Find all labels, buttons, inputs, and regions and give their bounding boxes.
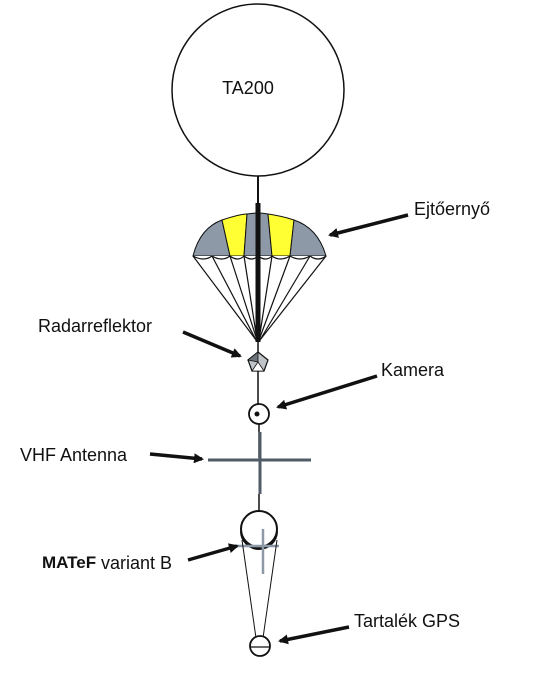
balloon-label: TA200 [222, 78, 274, 98]
parachute-arrow [328, 213, 409, 238]
matef-probe [236, 510, 279, 574]
matef-arrow [187, 543, 239, 562]
parachute [192, 203, 327, 342]
gps-suspension [241, 539, 278, 639]
vhf-antenna-label: VHF Antenna [20, 445, 128, 465]
callout-arrows [149, 213, 409, 645]
radar-reflector-arrow [182, 330, 242, 358]
parachute-label: Ejtőernyő [414, 199, 490, 219]
backup-gps-arrow [278, 625, 350, 645]
vhf-antenna-arrow [149, 452, 204, 464]
vhf-antenna [208, 432, 311, 494]
camera-arrow [276, 374, 378, 410]
radar-reflector-label: Radarreflektor [38, 316, 152, 336]
radar-reflector [247, 351, 269, 372]
backup-gps-label: Tartalék GPS [354, 611, 460, 631]
matef-brand-label: MATeF [42, 553, 96, 572]
camera-label: Kamera [381, 360, 445, 380]
matef-variant-label: variant B [101, 553, 172, 573]
balloon: TA200 [171, 3, 345, 177]
backup-gps [249, 635, 271, 657]
camera [248, 403, 270, 425]
